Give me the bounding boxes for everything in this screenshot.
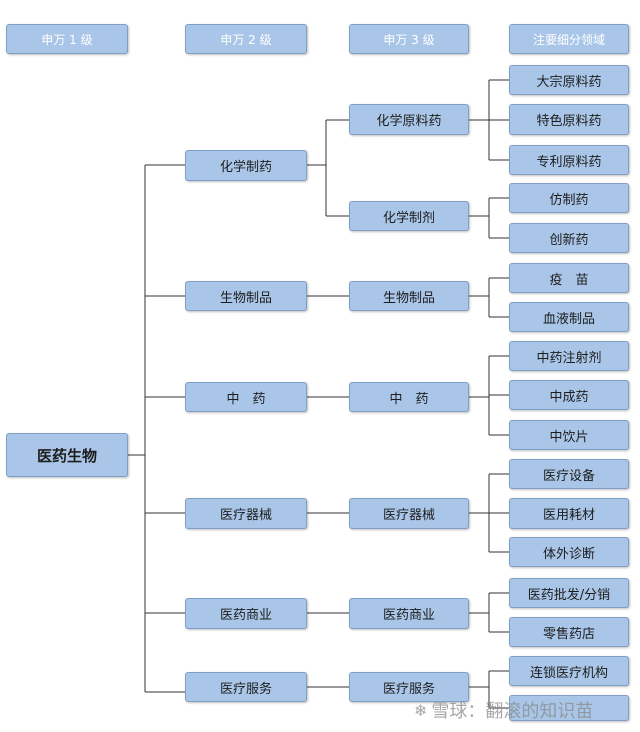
watermark: ❄ 雪球：翻滚的知识苗 [414,697,593,723]
l3-commerce: 医药商业 [349,598,469,629]
leaf-special-api: 特色原料药 [509,104,629,135]
connector-service-leaves [469,670,509,709]
l2-service: 医疗服务 [185,672,307,702]
l3-tcm: 中 药 [349,382,469,412]
l3-device: 医疗器械 [349,498,469,529]
leaf-tcm-patent: 中成药 [509,380,629,410]
header-level2: 申万 2 级 [185,24,307,54]
l2-device: 医疗器械 [185,498,307,529]
leaf-med-consumables: 医用耗材 [509,498,629,529]
connector-commerce-leaves [469,592,509,633]
connector-chem [307,119,349,217]
connector-chem-prep-leaves [469,197,509,239]
leaf-wholesale: 医药批发/分销 [509,578,629,608]
leaf-med-equipment: 医疗设备 [509,459,629,489]
leaf-vaccine: 疫 苗 [509,263,629,293]
l2-commerce: 医药商业 [185,598,307,629]
connector-bio-leaves [469,277,509,318]
leaf-innovative: 创新药 [509,223,629,253]
root-node: 医药生物 [6,433,128,477]
connector-root-trunk [128,164,185,693]
l2-tcm: 中 药 [185,382,307,412]
watermark-text: 雪球：翻滚的知识苗 [431,701,594,722]
connector-device-leaves [469,473,509,553]
connector-l2-l3 [307,295,349,688]
header-level1: 申万 1 级 [6,24,128,54]
leaf-generic: 仿制药 [509,183,629,213]
leaf-tcm-injection: 中药注射剂 [509,341,629,371]
header-level3: 申万 3 级 [349,24,469,54]
leaf-blood: 血液制品 [509,302,629,332]
leaf-bulk-api: 大宗原料药 [509,65,629,95]
l2-chem: 化学制药 [185,150,307,181]
l3-chem-api: 化学原料药 [349,104,469,135]
l3-chem-prep: 化学制剂 [349,201,469,231]
snowball-logo-icon: ❄ [414,700,428,720]
connector-chem-api-leaves [469,79,509,161]
leaf-patent-api: 专利原料药 [509,145,629,175]
leaf-chain: 连锁医疗机构 [509,656,629,686]
leaf-tcm-pieces: 中饮片 [509,420,629,450]
connector-tcm-leaves [469,355,509,436]
l3-bio: 生物制品 [349,281,469,311]
l2-bio: 生物制品 [185,281,307,311]
leaf-retail: 零售药店 [509,617,629,647]
leaf-partial [509,695,629,721]
l3-service: 医疗服务 [349,672,469,702]
leaf-ivd: 体外诊断 [509,537,629,567]
header-focus: 注要细分领域 [509,24,629,54]
